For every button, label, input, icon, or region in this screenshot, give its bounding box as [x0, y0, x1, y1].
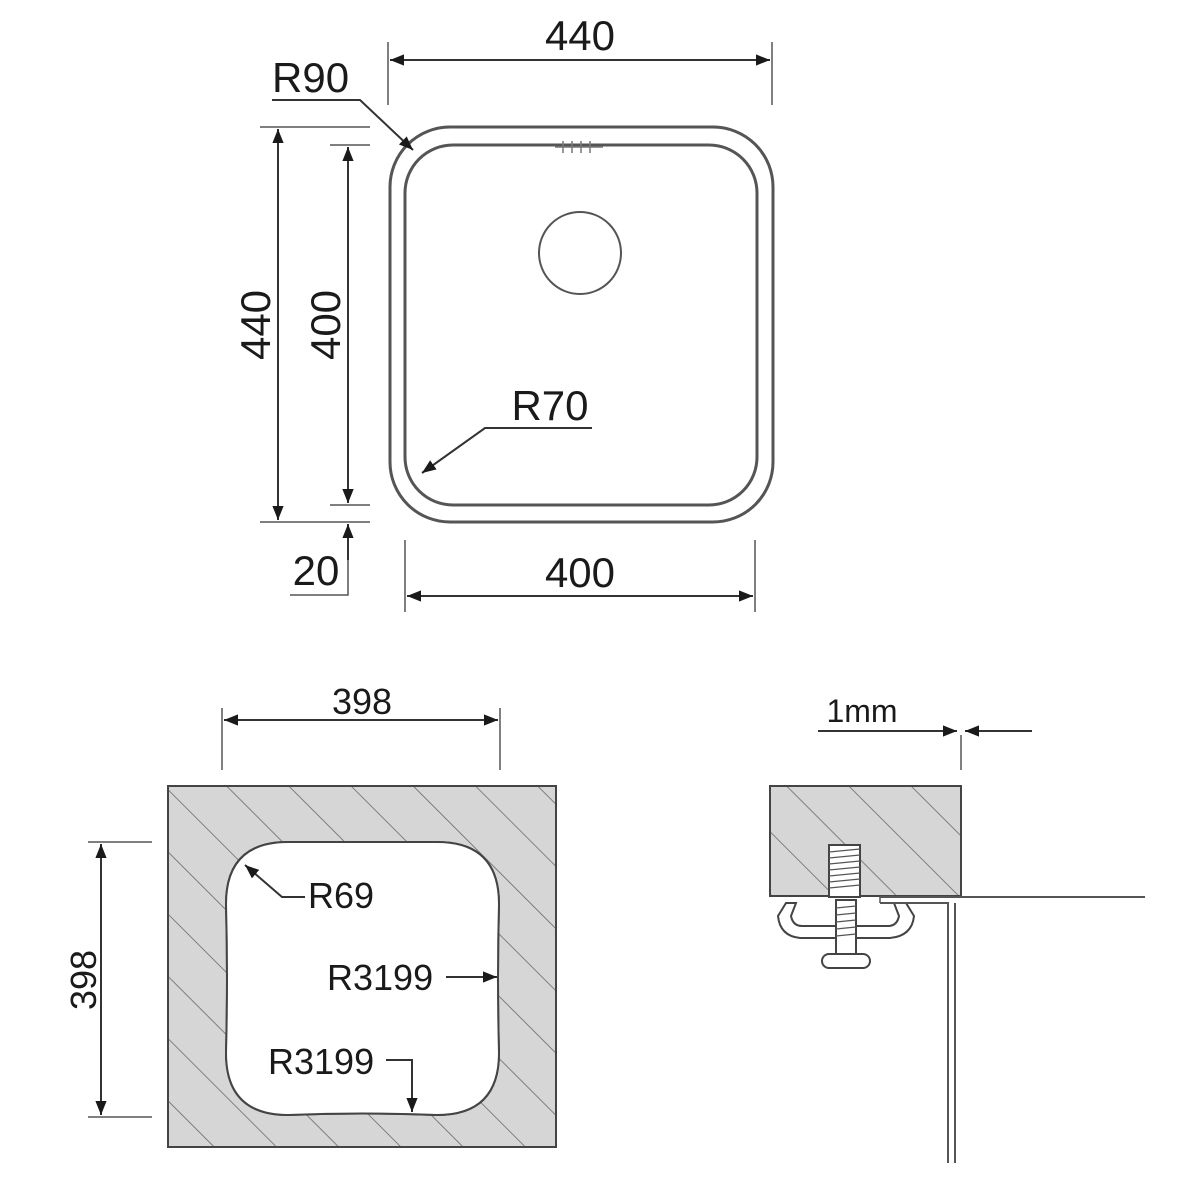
dim-rim-label: 20 [293, 547, 340, 594]
dim-height-outer-label: 440 [232, 290, 279, 360]
dim-width-outer: 440 [387, 12, 773, 105]
dim-rim: 20 [290, 485, 354, 596]
dim-cutout-side-right: R3199 [327, 957, 497, 998]
cutout-view: 398 398 R69 R3199 R3199 [63, 681, 557, 1148]
dim-height-inner-label: 400 [302, 290, 349, 360]
dim-cutout-height-label: 398 [63, 950, 104, 1010]
overflow-mark [555, 141, 603, 153]
section-countertop [769, 785, 962, 897]
dim-width-inner-label: 400 [545, 549, 615, 596]
dim-height-inner: 400 [302, 144, 370, 506]
dim-cutout-height: 398 [63, 841, 152, 1118]
dim-gap: 1mm [818, 693, 1032, 770]
dim-width-outer-label: 440 [545, 12, 615, 59]
dim-cutout-side-bottom: R3199 [268, 1041, 418, 1112]
section-view: 1mm [769, 693, 1145, 1163]
dim-radius-outer-label: R90 [272, 54, 349, 101]
dim-cutout-width-label: 398 [332, 681, 392, 722]
dim-cutout-side-bottom-label: R3199 [268, 1041, 374, 1082]
sink-edge-profile [880, 896, 1145, 1163]
dim-cutout-corner-label: R69 [308, 875, 374, 916]
dim-cutout-corner: R69 [244, 864, 374, 916]
dim-width-inner: 400 [404, 540, 756, 612]
dim-cutout-width: 398 [221, 681, 501, 770]
dim-radius-inner-label: R70 [511, 382, 588, 429]
sink-top-view: 440 R90 440 400 20 [232, 12, 775, 612]
clip-screw-head [821, 953, 871, 969]
dim-gap-label: 1mm [826, 693, 897, 729]
drain-hole [538, 211, 622, 295]
sink-outer-outline [388, 125, 775, 524]
dim-cutout-side-right-label: R3199 [327, 957, 433, 998]
dim-height-outer: 440 [232, 126, 370, 523]
sink-inner-outline [403, 143, 759, 507]
dim-radius-inner: R70 [421, 382, 592, 474]
clip-screw [828, 844, 861, 898]
cutout-outline [224, 841, 501, 1117]
dim-radius-outer: R90 [272, 54, 414, 151]
